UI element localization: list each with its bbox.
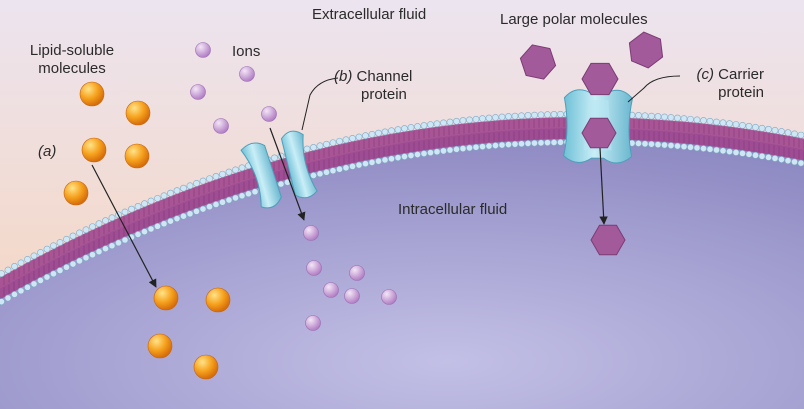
leader-carrier [627, 75, 681, 103]
lipid-soluble-molecule [193, 354, 219, 380]
arrow-lipid-diffusion [91, 164, 157, 288]
label-channel-line1: (b) Channel [334, 68, 413, 85]
ion [213, 118, 229, 134]
ion [261, 106, 277, 122]
channel-subunit-right [280, 130, 318, 199]
channel-protein [240, 130, 318, 209]
ion [323, 282, 339, 298]
lipid-soluble-molecule [124, 143, 150, 169]
ion [239, 66, 255, 82]
large-polar-molecule [628, 31, 664, 69]
transport-arrows [91, 127, 608, 288]
label-channel-protein: (b) Channel protein [334, 68, 412, 104]
ion [381, 289, 397, 305]
label-large-polar-molecules: Large polar molecules [500, 11, 648, 28]
lipid-soluble-molecule [63, 180, 89, 206]
large-polar-molecule [581, 62, 619, 96]
lipid-soluble-molecule [153, 285, 179, 311]
lipid-soluble-molecule [147, 333, 173, 359]
large-polar-molecule [519, 44, 557, 80]
lipid-soluble-molecule [79, 81, 105, 107]
ion [303, 225, 319, 241]
label-ions: Ions [232, 43, 261, 60]
phospholipid-heads [0, 110, 804, 306]
large-polar-molecule [581, 117, 617, 149]
ion [349, 265, 365, 281]
molecules [63, 31, 664, 380]
label-lipid-line2: molecules [38, 60, 106, 77]
ion [190, 84, 206, 100]
ion [306, 260, 322, 276]
arrow-ion-channel [269, 127, 306, 221]
arrow-carrier-transport [599, 147, 608, 225]
ion [344, 288, 360, 304]
label-carrier-line1: (c) Carrier [696, 66, 764, 83]
lipid-soluble-molecule [81, 137, 107, 163]
ion [195, 42, 211, 58]
leader-channel [301, 77, 339, 131]
ion [305, 315, 321, 331]
lipid-soluble-molecule [125, 100, 151, 126]
label-lipid-soluble-molecules: Lipid-soluble molecules [22, 42, 122, 78]
label-intracellular-fluid: Intracellular fluid [398, 201, 508, 218]
label-extracellular-fluid: Extracellular fluid [312, 6, 427, 23]
label-carrier-line2: protein [718, 84, 764, 101]
label-leader-lines [301, 75, 681, 131]
label-lipid-line1: Lipid-soluble [29, 42, 115, 59]
label-carrier-protein: (c) Carrier protein [680, 66, 764, 102]
label-a-marker: (a) [38, 143, 57, 160]
lipid-soluble-molecule [205, 287, 231, 313]
label-channel-line2: protein [361, 86, 407, 103]
large-polar-molecule [590, 224, 626, 256]
channel-subunit-left [240, 142, 282, 209]
